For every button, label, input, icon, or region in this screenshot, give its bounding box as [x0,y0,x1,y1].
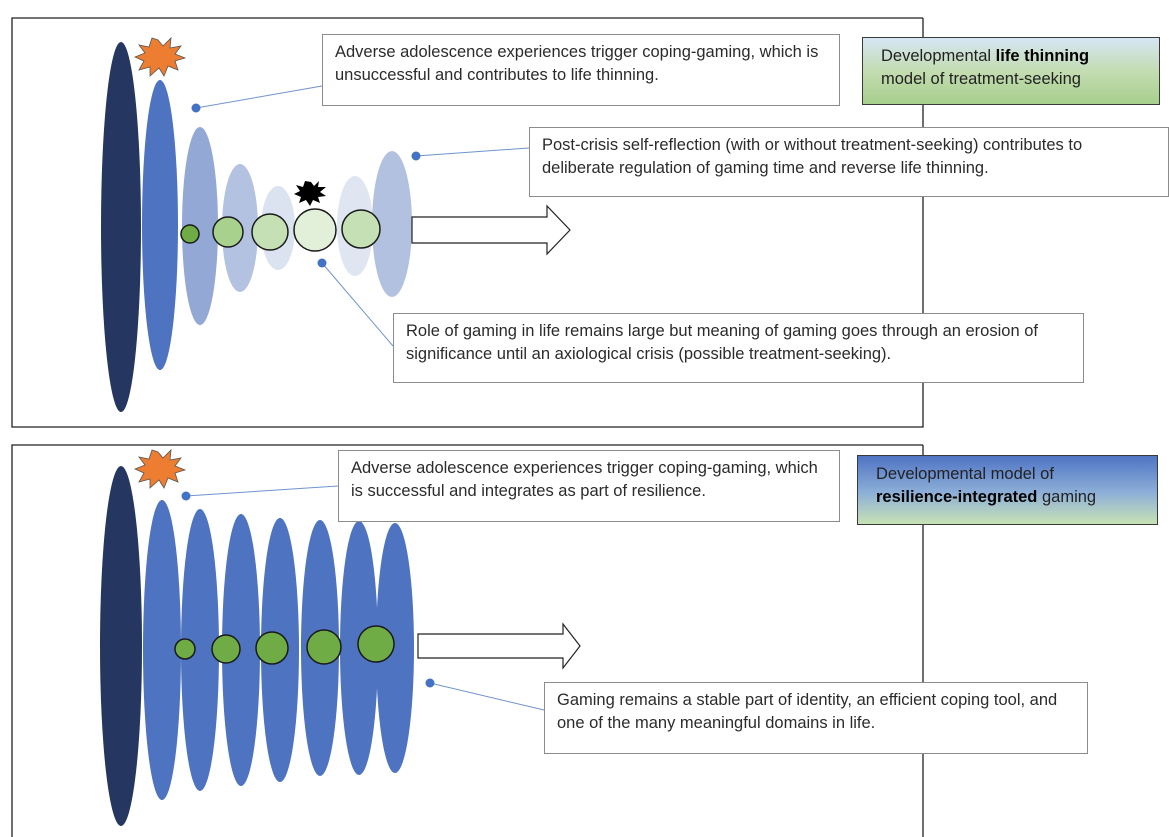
connector-role [321,262,394,347]
life-ellipse-3 [181,509,219,791]
model-title-life-thinning: Developmental life thinning model of tre… [862,37,1160,105]
callout-text: Role of gaming in life remains large but… [406,322,1038,363]
anchor-dot [181,491,191,501]
gaming-circle-2 [212,216,244,248]
connector-adverse [195,85,323,109]
life-ellipse-adolescence [100,466,142,826]
explosion-icon [133,448,187,489]
top-gaming-circles [180,208,381,252]
life-ellipse-3 [182,127,218,325]
title-suffix: gaming [1037,488,1097,506]
explosion-icon [133,36,187,77]
callout-text: Post-crisis self-reflection (with or wit… [542,136,1083,177]
life-ellipse-8 [372,151,412,297]
gaming-circle-4 [293,208,337,252]
right-arrow-icon [411,204,571,256]
life-ellipse-adolescence [101,42,141,412]
title-bold: resilience-integrated [876,488,1038,506]
connector-adverse [185,485,339,497]
callout-post-crisis: Post-crisis self-reflection (with or wit… [529,127,1169,197]
callout-adverse-unsuccessful: Adverse adolescence experiences trigger … [322,34,840,106]
callout-text: Adverse adolescence experiences trigger … [351,459,818,500]
gaming-circle-4 [306,629,342,665]
callout-adverse-successful: Adverse adolescence experiences trigger … [338,450,840,522]
anchor-dot [191,103,201,113]
gaming-circle-3 [251,213,289,251]
title-line1: Developmental model of [876,465,1054,483]
model-title-resilience: Developmental model of resilience-integr… [857,455,1158,525]
anchor-dot [411,151,421,161]
gaming-circle-1 [180,224,200,244]
title-line2: model of treatment-seeking [881,70,1081,88]
callout-stable-identity: Gaming remains a stable part of identity… [544,682,1088,754]
callout-text: Adverse adolescence experiences trigger … [335,43,819,84]
callout-text: Gaming remains a stable part of identity… [557,691,1058,732]
life-ellipse-8 [376,523,414,773]
bottom-gaming-circles [174,625,395,665]
life-ellipse-2 [143,500,181,800]
callout-role-of-gaming: Role of gaming in life remains large but… [393,313,1084,383]
gaming-circle-5 [341,209,381,249]
connector-post-crisis [415,147,530,157]
right-arrow-icon [417,622,581,670]
bottom-panel-frame [11,444,923,837]
life-ellipse-2 [142,80,178,370]
connector-stable [429,682,545,711]
title-bold: life thinning [995,47,1090,65]
top-panel-frame [11,17,924,428]
gaming-circle-2 [211,634,241,664]
life-ellipse-4 [222,514,260,786]
anchor-dot [317,258,327,268]
gaming-circle-3 [255,631,289,665]
anchor-dot [425,678,435,688]
gaming-circle-1 [174,638,196,660]
title-prefix: Developmental [881,47,996,65]
gaming-circle-5 [357,625,395,663]
explosion-icon [294,181,326,206]
